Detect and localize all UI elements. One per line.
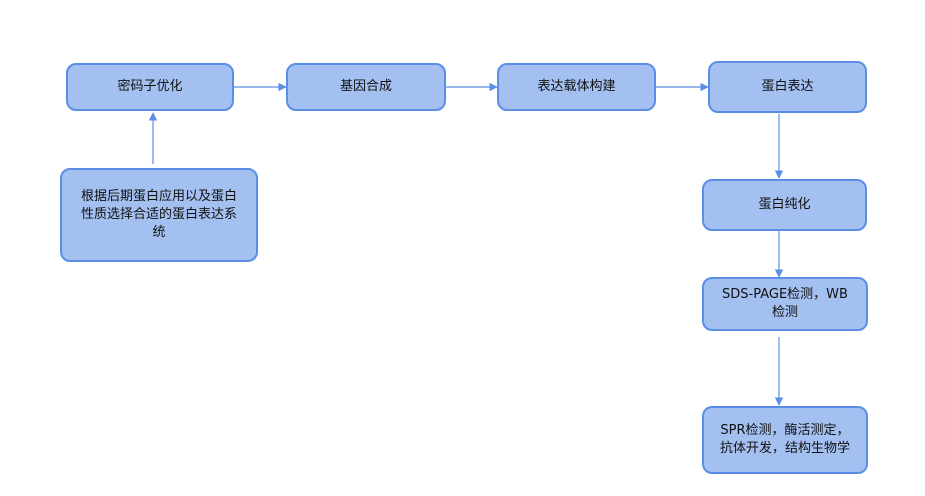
node-system-selection: 根据后期蛋白应用以及蛋白 性质选择合适的蛋白表达系 统 (60, 168, 258, 262)
node-protein-purification: 蛋白纯化 (702, 179, 867, 231)
node-protein-expression: 蛋白表达 (708, 61, 867, 113)
node-downstream-applications: SPR检测，酶活测定， 抗体开发，结构生物学 (702, 406, 868, 474)
node-sds-page-wb: SDS-PAGE检测，WB 检测 (702, 277, 868, 331)
node-codon-optimization: 密码子优化 (66, 63, 234, 111)
node-gene-synthesis: 基因合成 (286, 63, 446, 111)
node-vector-construction: 表达载体构建 (497, 63, 656, 111)
